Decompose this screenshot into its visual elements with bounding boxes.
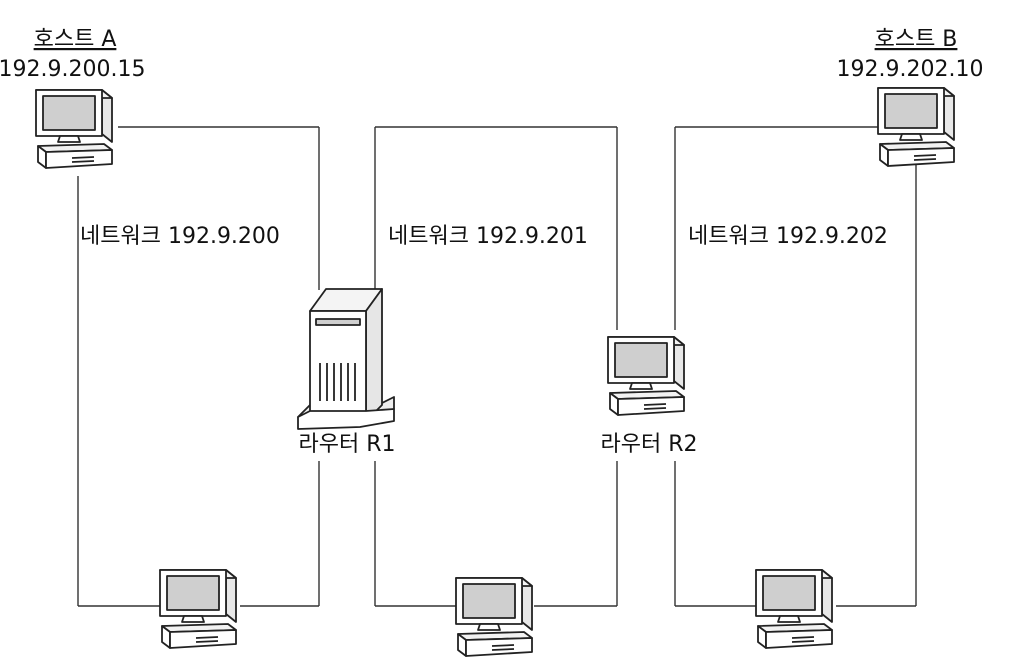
host-a-name: 호스트 A	[34, 27, 117, 52]
host-b-computer-icon	[877, 87, 955, 167]
network-202-wire	[674, 126, 917, 607]
network-202-label: 네트워크 192.9.202	[688, 224, 888, 249]
network-201-label: 네트워크 192.9.201	[388, 224, 588, 249]
network-200-computer-icon	[159, 569, 237, 649]
network-202-computer-icon	[755, 569, 833, 649]
host-b-ip: 192.9.202.10	[837, 57, 984, 82]
router-r2-label: 라우터 R2	[601, 432, 698, 457]
router-r2-computer-icon	[607, 336, 685, 416]
router-r1-label: 라우터 R1	[299, 432, 396, 457]
host-b-name: 호스트 B	[875, 27, 958, 52]
network-201-wire	[374, 126, 618, 607]
network-200-label: 네트워크 192.9.200	[80, 224, 280, 249]
network-201-computer-icon	[455, 577, 533, 657]
router-r1-server-icon	[297, 288, 395, 430]
network-200-wire	[77, 126, 320, 607]
host-a-ip: 192.9.200.15	[0, 57, 145, 82]
host-a-computer-icon	[35, 89, 113, 169]
